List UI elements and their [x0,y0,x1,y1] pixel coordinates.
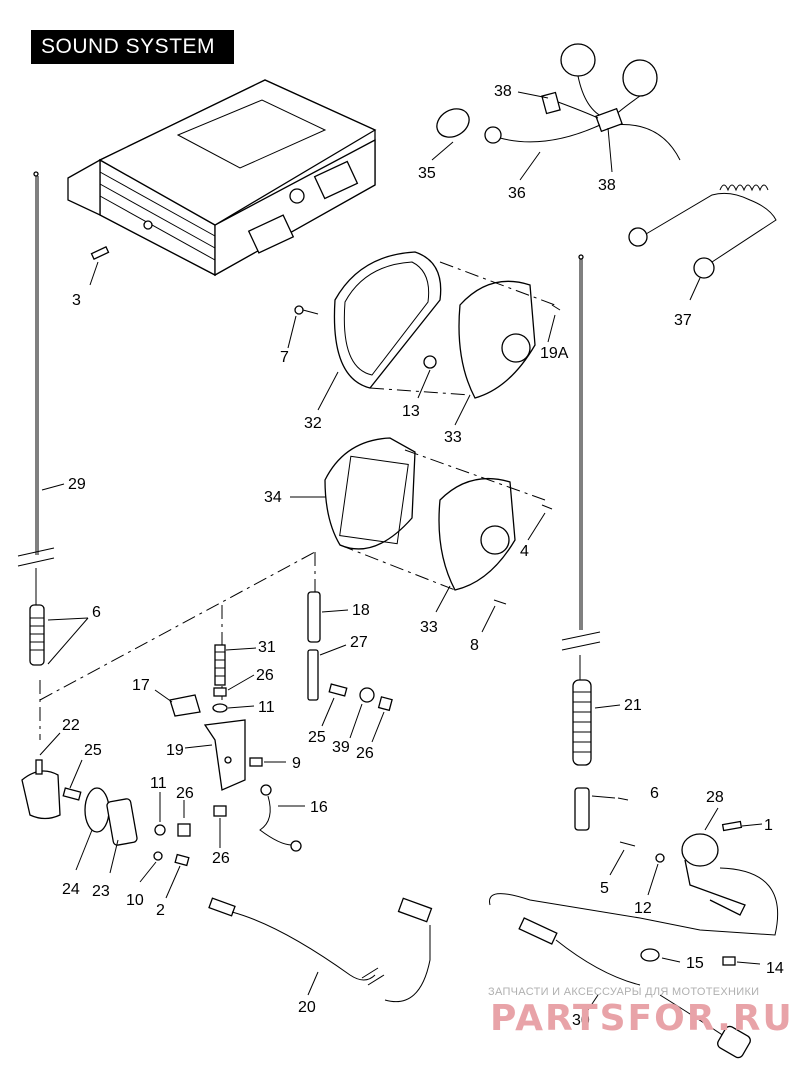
callout-11-right: 11 [258,699,275,716]
diagram-title: SOUND SYSTEM [31,30,234,64]
mount-plates-23-24 [75,787,138,874]
callout-11-left: 11 [150,775,167,792]
antenna-base-22 [21,732,61,820]
stud-31 [214,644,257,686]
module-28 [681,807,746,916]
nut-washer-26-11 [212,674,255,713]
headset-assembly [431,43,681,181]
callout-21: 21 [624,697,642,714]
callout-26-bottom: 26 [212,850,230,867]
nut-14 [722,956,761,966]
antenna-mast-left [17,171,89,666]
antenna-mast-right [561,254,629,831]
callout-25-left: 25 [84,742,102,759]
callout-13: 13 [402,403,420,420]
callout-25-right: 25 [308,729,326,746]
callout-18: 18 [352,602,370,619]
watermark-logo: PARTSFOR.RU [490,998,794,1039]
nut-15 [640,948,681,963]
callout-6-right: 6 [650,785,659,802]
callout-32: 32 [304,415,322,432]
adapter-18 [307,591,349,643]
speaker-adapter-33 [454,280,536,426]
wire-harness-30 [489,867,779,1059]
stud-27 [307,644,347,701]
nut-26-lower [213,805,227,848]
callout-30: 30 [572,1012,590,1029]
callout-33-bottom: 33 [420,619,438,636]
bracket-17 [154,689,201,717]
watermark-tagline: ЗАПЧАСТИ И АКСЕССУАРЫ ДЛЯ МОТОТЕХНИКИ [488,986,759,998]
screw-1 [721,820,763,832]
callout-7: 7 [280,349,289,366]
callout-29: 29 [68,476,86,493]
screw-7 [287,305,319,349]
callout-27: 27 [350,634,368,651]
callout-1: 1 [764,817,773,834]
callout-31: 31 [258,639,276,656]
callout-22: 22 [62,717,80,734]
speaker-34 [290,437,416,550]
screw-19a [547,304,561,343]
callout-9: 9 [292,755,301,772]
speaker-grille-32 [317,251,442,411]
callout-4: 4 [520,543,529,560]
callout-15: 15 [686,955,704,972]
callout-16: 16 [310,799,328,816]
nut-13 [417,355,437,399]
washers-nuts-left [139,792,191,899]
callout-20: 20 [298,999,316,1016]
callout-26-left: 26 [176,785,194,802]
callout-33-top: 33 [444,429,462,446]
callout-37: 37 [674,312,692,329]
radio-head-unit [67,79,377,277]
screw-9 [249,757,286,767]
speaker-adapter-33-rear [435,478,516,613]
headset-cord-37 [628,184,777,301]
callout-10: 10 [126,892,144,909]
callout-34: 34 [264,489,282,506]
callout-28: 28 [706,789,724,806]
callout-12: 12 [634,900,652,917]
callout-35: 35 [418,165,436,182]
callout-14: 14 [766,960,784,977]
callout-24: 24 [62,881,80,898]
callout-38-top: 38 [494,83,512,100]
screw-3 [89,246,110,286]
callout-19a: 19A [540,345,569,362]
callout-19: 19 [166,742,184,759]
callout-8: 8 [470,637,479,654]
callout-26-right: 26 [356,745,374,762]
callout-2: 2 [156,902,165,919]
callout-23: 23 [92,883,110,900]
callout-26-top: 26 [256,667,274,684]
callout-5: 5 [600,880,609,897]
callout-38-bottom: 38 [598,177,616,194]
callout-6-left: 6 [92,604,101,621]
screw-5-nut-12 [609,841,665,896]
callout-36: 36 [508,185,526,202]
callout-3: 3 [72,292,81,309]
antenna-cable-20 [208,897,433,1002]
callout-17: 17 [132,677,150,694]
ground-strap-16 [259,784,305,852]
hardware-25-39-26 [321,683,393,743]
callout-39: 39 [332,739,350,756]
mount-bracket-19 [184,719,246,791]
stud-25 [62,759,83,801]
